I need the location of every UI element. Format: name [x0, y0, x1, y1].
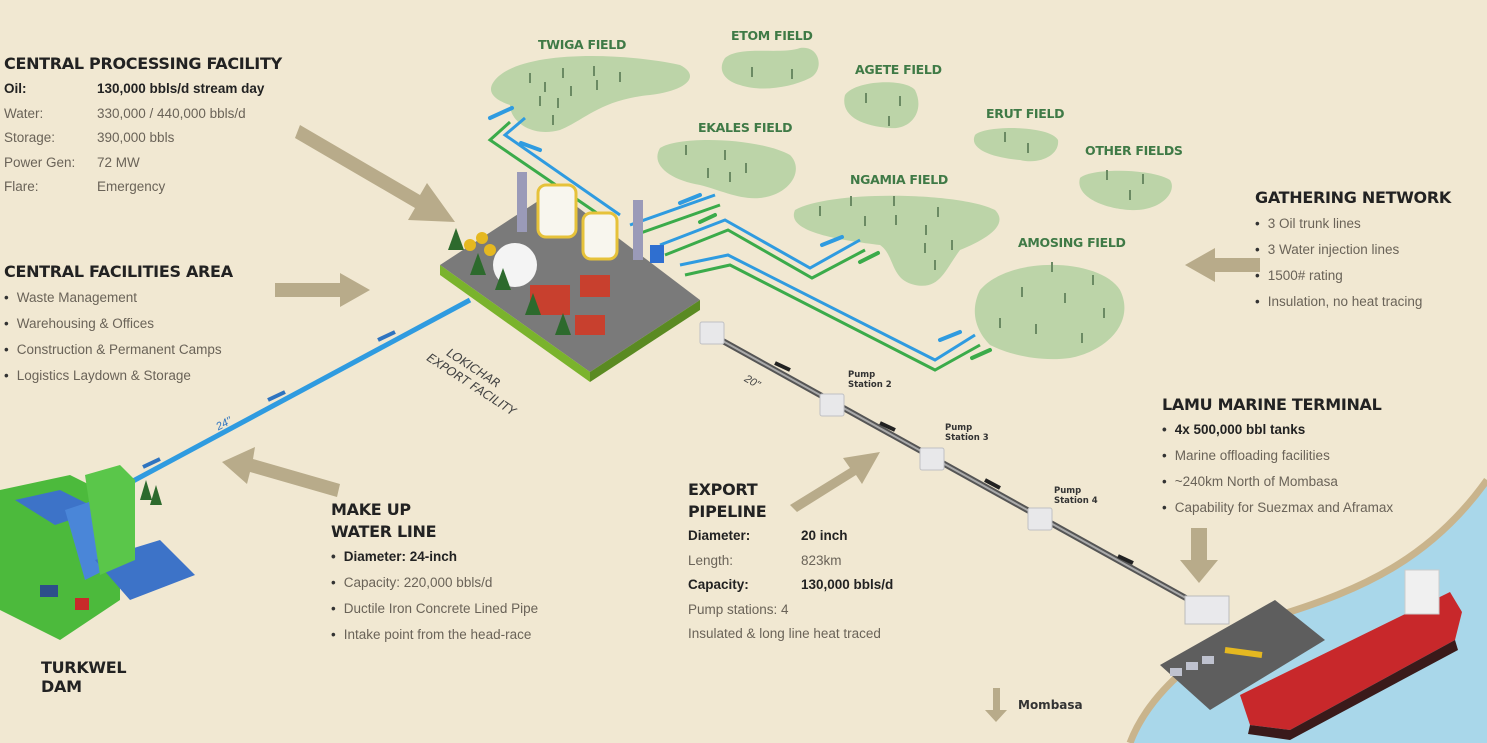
cfa-item: Construction & Permanent Camps	[4, 337, 233, 363]
cfa-panel: CENTRAL FACILITIES AREA Waste Management…	[4, 262, 233, 389]
makeup-title-1: MAKE UP	[331, 500, 411, 519]
cfa-item: Waste Management	[4, 285, 233, 311]
lamu-item: Marine offloading facilities	[1162, 443, 1393, 469]
mombasa-direction-label: Mombasa	[1018, 698, 1083, 712]
flow-arrows-gathering	[488, 106, 992, 360]
lamu-item: Capability for Suezmax and Aframax	[1162, 495, 1393, 521]
lamu-terminal-illustration	[1160, 569, 1462, 740]
pump-station-boxes	[699, 321, 1053, 531]
export-pipeline	[699, 321, 1222, 620]
lamu-item: ~240km North of Mombasa	[1162, 469, 1393, 495]
turkwel-dam-label: TURKWEL DAM	[41, 658, 127, 696]
callout-arrows	[222, 125, 1260, 722]
field-label-ekales: EKALES FIELD	[698, 120, 793, 135]
lamu-item: 4x 500,000 bbl tanks	[1162, 417, 1393, 443]
cfa-item: Logistics Laydown & Storage	[4, 363, 233, 389]
makeup-item: Capacity: 220,000 bbls/d	[331, 570, 538, 596]
lamu-title: LAMU MARINE TERMINAL	[1162, 395, 1382, 414]
export-row-length: Length:823km	[688, 552, 842, 568]
lamu-panel: LAMU MARINE TERMINAL 4x 500,000 bbl tank…	[1162, 395, 1393, 521]
makeup-water-panel: MAKE UP WATER LINE Diameter: 24-inch Cap…	[331, 500, 538, 648]
cpf-row-water: Water:330,000 / 440,000 bbls/d	[4, 105, 246, 121]
gathering-title: GATHERING NETWORK	[1255, 188, 1451, 207]
cfa-title: CENTRAL FACILITIES AREA	[4, 262, 233, 281]
cpf-title: CENTRAL PROCESSING FACILITY	[4, 54, 282, 73]
make-up-water-line	[118, 297, 472, 491]
export-row-capacity: Capacity:130,000 bbls/d	[688, 577, 894, 592]
gathering-panel: GATHERING NETWORK 3 Oil trunk lines 3 Wa…	[1255, 188, 1451, 315]
field-label-twiga: TWIGA FIELD	[538, 37, 627, 52]
makeup-item: Diameter: 24-inch	[331, 544, 538, 570]
cpf-panel: CENTRAL PROCESSING FACILITY Oil:130,000 …	[4, 54, 282, 200]
field-label-etom: ETOM FIELD	[731, 28, 813, 43]
turkwel-dam-illustration	[0, 465, 195, 640]
gathering-network-lines	[487, 116, 981, 372]
gathering-item: 3 Oil trunk lines	[1255, 211, 1451, 237]
makeup-item: Ductile Iron Concrete Lined Pipe	[331, 596, 538, 622]
lokichar-facility-illustration	[440, 172, 700, 382]
export-pump-stations: Pump stations: 4	[688, 601, 789, 617]
oil-field-blobs	[490, 47, 1172, 360]
export-insulation: Insulated & long line heat traced	[688, 626, 881, 641]
cpf-row-flare: Flare:Emergency	[4, 179, 166, 194]
well-markers	[529, 66, 1144, 343]
export-row-diameter: Diameter:20 inch	[688, 528, 848, 543]
field-label-other: OTHER FIELDS	[1085, 143, 1183, 158]
makeup-item: Intake point from the head-race	[331, 622, 538, 648]
field-label-ngamia: NGAMIA FIELD	[850, 172, 948, 187]
makeup-title-2: WATER LINE	[331, 522, 437, 541]
field-label-amosing: AMOSING FIELD	[1018, 235, 1126, 250]
export-title-2: PIPELINE	[688, 502, 767, 521]
cpf-row-oil: Oil:130,000 bbls/d stream day	[4, 81, 265, 96]
cpf-row-power: Power Gen:72 MW	[4, 154, 140, 170]
field-label-erut: ERUT FIELD	[986, 106, 1065, 121]
field-label-agete: AGETE FIELD	[855, 62, 942, 77]
cpf-row-storage: Storage:390,000 bbls	[4, 130, 175, 145]
export-pipeline-panel: EXPORT PIPELINE Diameter:20 inch Length:…	[688, 480, 893, 647]
gathering-item: 1500# rating	[1255, 263, 1451, 289]
export-title-1: EXPORT	[688, 480, 758, 499]
gathering-item: 3 Water injection lines	[1255, 237, 1451, 263]
cfa-item: Warehousing & Offices	[4, 311, 233, 337]
gathering-item: Insulation, no heat tracing	[1255, 289, 1451, 315]
